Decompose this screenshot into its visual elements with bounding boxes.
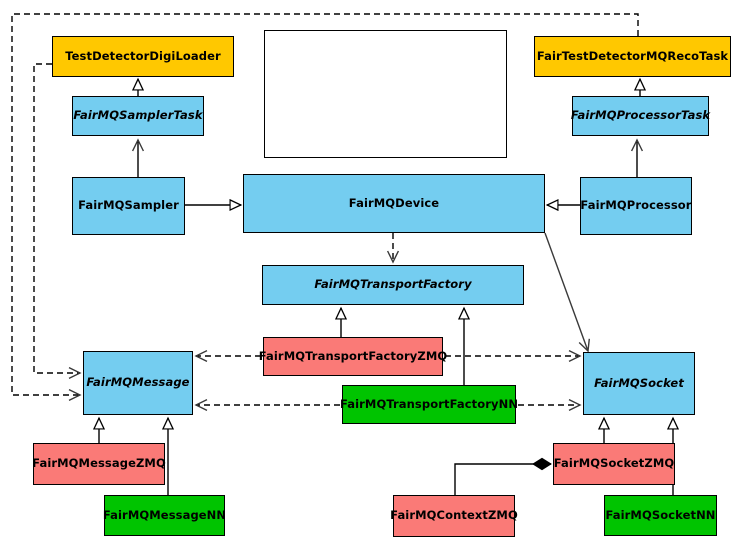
class-label-fairmqcontextzmq: FairMQContextZMQ xyxy=(390,508,518,523)
class-node-fairmqsocketzmq[interactable]: FairMQSocketZMQ xyxy=(553,443,675,485)
class-node-fairmqprocessortask[interactable]: FairMQProcessorTask xyxy=(570,96,711,136)
class-label-fairmqmessagenn: FairMQMessageNN xyxy=(102,507,227,522)
class-label-fairmqsocket: FairMQSocket xyxy=(594,375,684,390)
class-label-fairmqtransportfactorynn: FairMQTransportFactoryNN xyxy=(339,396,519,411)
class-node-fairmqsamplertask[interactable]: FairMQSamplerTask xyxy=(72,96,204,136)
class-node-fairmqmessage[interactable]: FairMQMessage xyxy=(83,351,193,415)
class-node-fairmqcontextzmq[interactable]: FairMQContextZMQ xyxy=(390,495,518,537)
class-label-fairmqprocessor: FairMQProcessor xyxy=(580,198,692,213)
class-node-fairmqmessagenn[interactable]: FairMQMessageNN xyxy=(102,495,227,536)
class-label-fairmqsocketzmq: FairMQSocketZMQ xyxy=(553,456,675,471)
class-label-fairmqtransportfactoryzmq: FairMQTransportFactoryZMQ xyxy=(258,348,448,363)
class-node-fairmqtransportfactoryzmq[interactable]: FairMQTransportFactoryZMQ xyxy=(259,337,447,376)
class-label-fairmqmessage: FairMQMessage xyxy=(86,375,190,390)
class-node-fairmqtransportfactory[interactable]: FairMQTransportFactory xyxy=(262,265,524,305)
class-label-fairmqtransportfactory: FairMQTransportFactory xyxy=(314,277,472,292)
class-node-fairtestdetectormqrecotask[interactable]: FairTestDetectorMQRecoTask xyxy=(534,36,731,77)
class-node-testdetectordigiloader[interactable]: TestDetectorDigiLoader xyxy=(52,36,234,77)
legend-panel xyxy=(264,30,507,158)
edge-device-socket xyxy=(544,232,588,351)
class-label-fairmqsocketnn: FairMQSocketNN xyxy=(605,507,716,522)
edge-socketzmq-contextzmq xyxy=(454,457,552,495)
class-label-fairmqdevice: FairMQDevice xyxy=(348,195,440,210)
class-node-fairmqtransportfactorynn[interactable]: FairMQTransportFactoryNN xyxy=(339,385,519,424)
class-node-fairmqprocessor[interactable]: FairMQProcessor xyxy=(580,177,692,235)
class-label-testdetectordigiloader: TestDetectorDigiLoader xyxy=(65,48,221,63)
class-node-fairmqdevice[interactable]: FairMQDevice xyxy=(243,174,545,233)
class-label-fairtestdetectormqrecotask: FairTestDetectorMQRecoTask xyxy=(536,48,729,63)
class-label-fairmqsamplertask: FairMQSamplerTask xyxy=(73,108,203,123)
class-label-fairmqmessagezmq: FairMQMessageZMQ xyxy=(32,456,166,471)
class-node-fairmqmessagezmq[interactable]: FairMQMessageZMQ xyxy=(32,443,166,485)
class-node-fairmqsampler[interactable]: FairMQSampler xyxy=(72,177,185,235)
class-label-fairmqsampler: FairMQSampler xyxy=(78,198,179,213)
class-label-fairmqprocessortask: FairMQProcessorTask xyxy=(570,108,711,123)
class-node-fairmqsocket[interactable]: FairMQSocket xyxy=(583,352,695,415)
class-node-fairmqsocketnn[interactable]: FairMQSocketNN xyxy=(604,495,717,536)
